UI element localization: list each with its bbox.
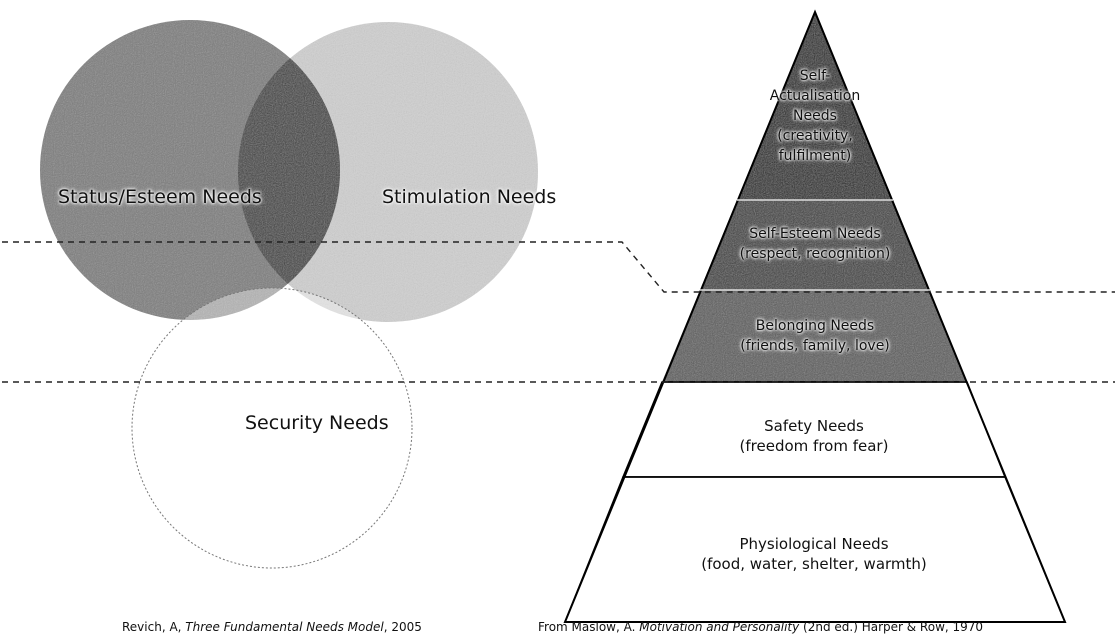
dashed-line-upper (2, 241, 1115, 293)
pyramid-label-self-actualisation: Self- Actualisation Needs (creativity, f… (770, 66, 860, 166)
pyramid-outline (563, 9, 1067, 623)
status-esteem-label: Status/Esteem Needs (58, 186, 262, 208)
venn-diagram (40, 20, 538, 569)
label-line: Safety Needs (764, 417, 864, 435)
label-line: Actualisation (769, 88, 861, 104)
label-line: Belonging Needs (755, 318, 875, 334)
stimulation-label: Stimulation Needs (382, 186, 557, 208)
mapping-lines (2, 241, 1115, 383)
label-line: (freedom from fear) (739, 437, 889, 455)
pyramid-tier-belonging (662, 290, 967, 382)
caption-text: Revich, A, (122, 620, 186, 634)
label-line: (food, water, shelter, warmth) (701, 555, 927, 573)
venn-caption: Revich, A, Three Fundamental Needs Model… (122, 620, 422, 634)
caption-title: Motivation and Personality (639, 620, 800, 634)
label-line: (friends, family, love) (740, 338, 890, 354)
label-line: Self- (799, 68, 831, 84)
pyramid-tier-self-esteem (700, 200, 930, 290)
security-label: Security Needs (245, 412, 389, 434)
pyramid-label-self-esteem: Self-Esteem Needs (respect, recognition) (740, 224, 891, 264)
caption-text: , 2005 (383, 620, 422, 634)
caption-text: (2nd ed.) Harper & Row, 1970 (799, 620, 984, 634)
maslow-pyramid (563, 9, 1067, 623)
pyramid-tier-self-actualisation (737, 12, 893, 200)
label-line: fulfilment) (778, 148, 852, 164)
label-line: Physiological Needs (739, 535, 889, 553)
label-line: Needs (793, 108, 837, 124)
caption-text: From Maslow, A. (538, 620, 640, 634)
label-line: (creativity, (777, 128, 853, 144)
status-stimulation-overlap (238, 22, 340, 320)
pyramid-label-physiological: Physiological Needs (food, water, shelte… (701, 534, 927, 574)
security-circle (131, 287, 413, 569)
pyramid-label-belonging: Belonging Needs (friends, family, love) (740, 316, 890, 356)
label-line: Self-Esteem Needs (749, 226, 881, 242)
pyramid-label-safety: Safety Needs (freedom from fear) (740, 416, 889, 456)
caption-title: Three Fundamental Needs Model (185, 620, 384, 634)
pyramid-caption: From Maslow, A. Motivation and Personali… (538, 620, 983, 634)
label-line: (respect, recognition) (739, 246, 891, 262)
